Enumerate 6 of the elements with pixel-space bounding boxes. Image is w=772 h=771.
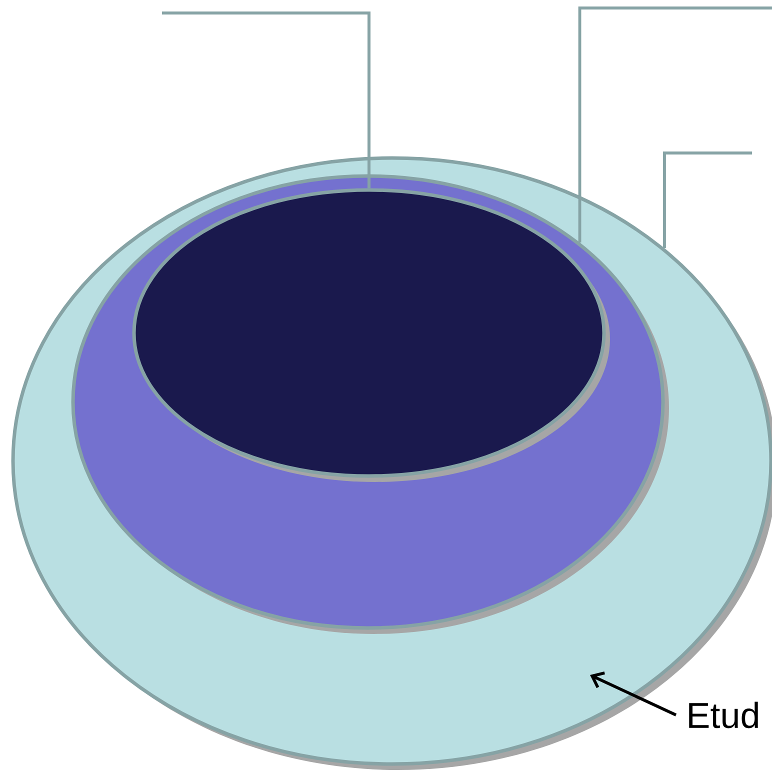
inner-ellipse bbox=[132, 188, 610, 482]
arrow bbox=[590, 672, 677, 716]
label-text: Etud bbox=[689, 702, 758, 728]
leader-line bbox=[662, 152, 752, 248]
leader-line bbox=[578, 6, 772, 242]
leader-line bbox=[162, 12, 370, 188]
